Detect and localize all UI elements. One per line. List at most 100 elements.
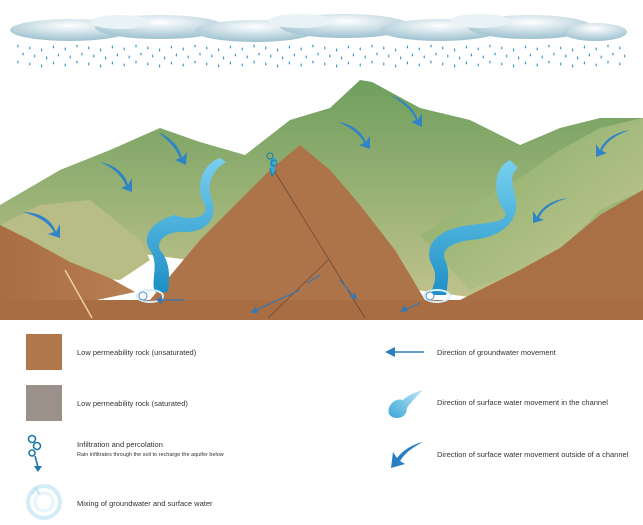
rain-drop (324, 62, 326, 66)
rain-drop (607, 44, 609, 48)
infiltration-icon (27, 434, 42, 472)
rain-drop (470, 53, 473, 57)
legend-channel-label: Direction of surface water movement in t… (437, 398, 608, 407)
rain-drop (17, 60, 19, 64)
rain-drop (182, 47, 184, 51)
legend-outside-label: Direction of surface water movement outs… (437, 450, 629, 459)
rain-drop (329, 54, 331, 58)
rain-drops (17, 44, 626, 68)
rain-drop (517, 56, 520, 60)
rain-drop (560, 46, 562, 50)
landscape-cross-section (0, 14, 643, 320)
rain-drop (88, 62, 90, 66)
cloud-band (10, 14, 627, 42)
rain-drop (317, 52, 319, 56)
rain-drop (619, 62, 621, 66)
rain-drop (258, 52, 260, 56)
rain-drop (529, 53, 532, 57)
rain-drop (536, 63, 538, 67)
rain-drop (600, 55, 602, 59)
rain-drop (411, 53, 414, 57)
rain-drop (376, 52, 378, 56)
rain-drop (170, 45, 173, 49)
rain-drop (253, 44, 255, 48)
rain-drop (229, 45, 232, 49)
rain-drop (140, 52, 142, 56)
rain-drop (347, 45, 350, 49)
rain-drop (335, 64, 338, 68)
mixing-icon (26, 484, 62, 520)
rain-drop (81, 52, 83, 56)
rain-drop (506, 54, 508, 58)
rain-drop (52, 45, 55, 49)
rain-drop (359, 47, 361, 51)
rain-drop (111, 61, 114, 65)
rain-drop (17, 44, 19, 48)
stream-right (429, 160, 518, 295)
rain-drop (64, 47, 66, 51)
rain-drop (265, 46, 267, 50)
rain-drop (371, 60, 373, 64)
rain-drop (571, 64, 574, 68)
rain-drop (512, 48, 515, 52)
rain-drop (76, 60, 78, 64)
rain-drop (76, 44, 78, 48)
infiltration-marker (266, 152, 278, 178)
rain-drop (347, 61, 350, 65)
rain-drop (458, 56, 461, 60)
rain-drop (217, 64, 220, 68)
rain-drop (588, 53, 591, 57)
rain-drop (359, 63, 361, 67)
rain-drop (29, 46, 31, 50)
rain-drop (583, 61, 586, 65)
rain-drop (123, 63, 125, 67)
rain-drop (99, 48, 102, 52)
rain-drop (276, 48, 279, 52)
rain-drop (45, 56, 48, 60)
rain-drop (300, 63, 302, 67)
rain-drop (340, 56, 343, 60)
rain-drop (612, 52, 614, 56)
rain-drop (364, 55, 366, 59)
rain-drop (576, 56, 579, 60)
rain-drop (217, 48, 220, 52)
rain-drop (406, 45, 409, 49)
legend-infiltration-label: Infiltration and percolation (77, 440, 163, 449)
rain-drop (270, 54, 272, 58)
rain-drop (158, 48, 161, 52)
rain-drop (34, 54, 36, 58)
stream-left (146, 158, 226, 292)
rain-drop (305, 55, 307, 59)
rain-drop (147, 46, 149, 50)
rain-drop (453, 64, 456, 68)
rain-drop (536, 47, 538, 51)
rain-drop (300, 47, 302, 51)
rain-drop (501, 46, 503, 50)
rain-drop (399, 56, 402, 60)
rain-drop (571, 48, 574, 52)
rain-drop (541, 55, 543, 59)
rain-drop (288, 45, 291, 49)
rain-drop (194, 60, 196, 64)
fracture-line-left (64, 269, 93, 319)
rain-drop (565, 54, 567, 58)
rain-drop (371, 44, 373, 48)
rain-drop (394, 64, 397, 68)
legend-unsaturated-label: Low permeability rock (unsaturated) (77, 348, 197, 357)
rain-drop (22, 52, 24, 56)
rain-drop (246, 55, 248, 59)
rain-drop (182, 63, 184, 67)
rain-drop (123, 47, 125, 51)
rain-drop (383, 62, 385, 66)
curved-arrow-icon (391, 442, 423, 468)
rain-drop (88, 46, 90, 50)
rain-drop (312, 44, 314, 48)
brown-swatch (26, 334, 62, 370)
rain-drop (430, 44, 432, 48)
rain-drop (335, 48, 338, 52)
rain-drop (624, 54, 626, 58)
rain-drop (241, 47, 243, 51)
legend-infiltration-sub: Rain infiltrates through the soil to rec… (77, 452, 224, 458)
rain-drop (241, 63, 243, 67)
rain-drop (477, 63, 479, 67)
